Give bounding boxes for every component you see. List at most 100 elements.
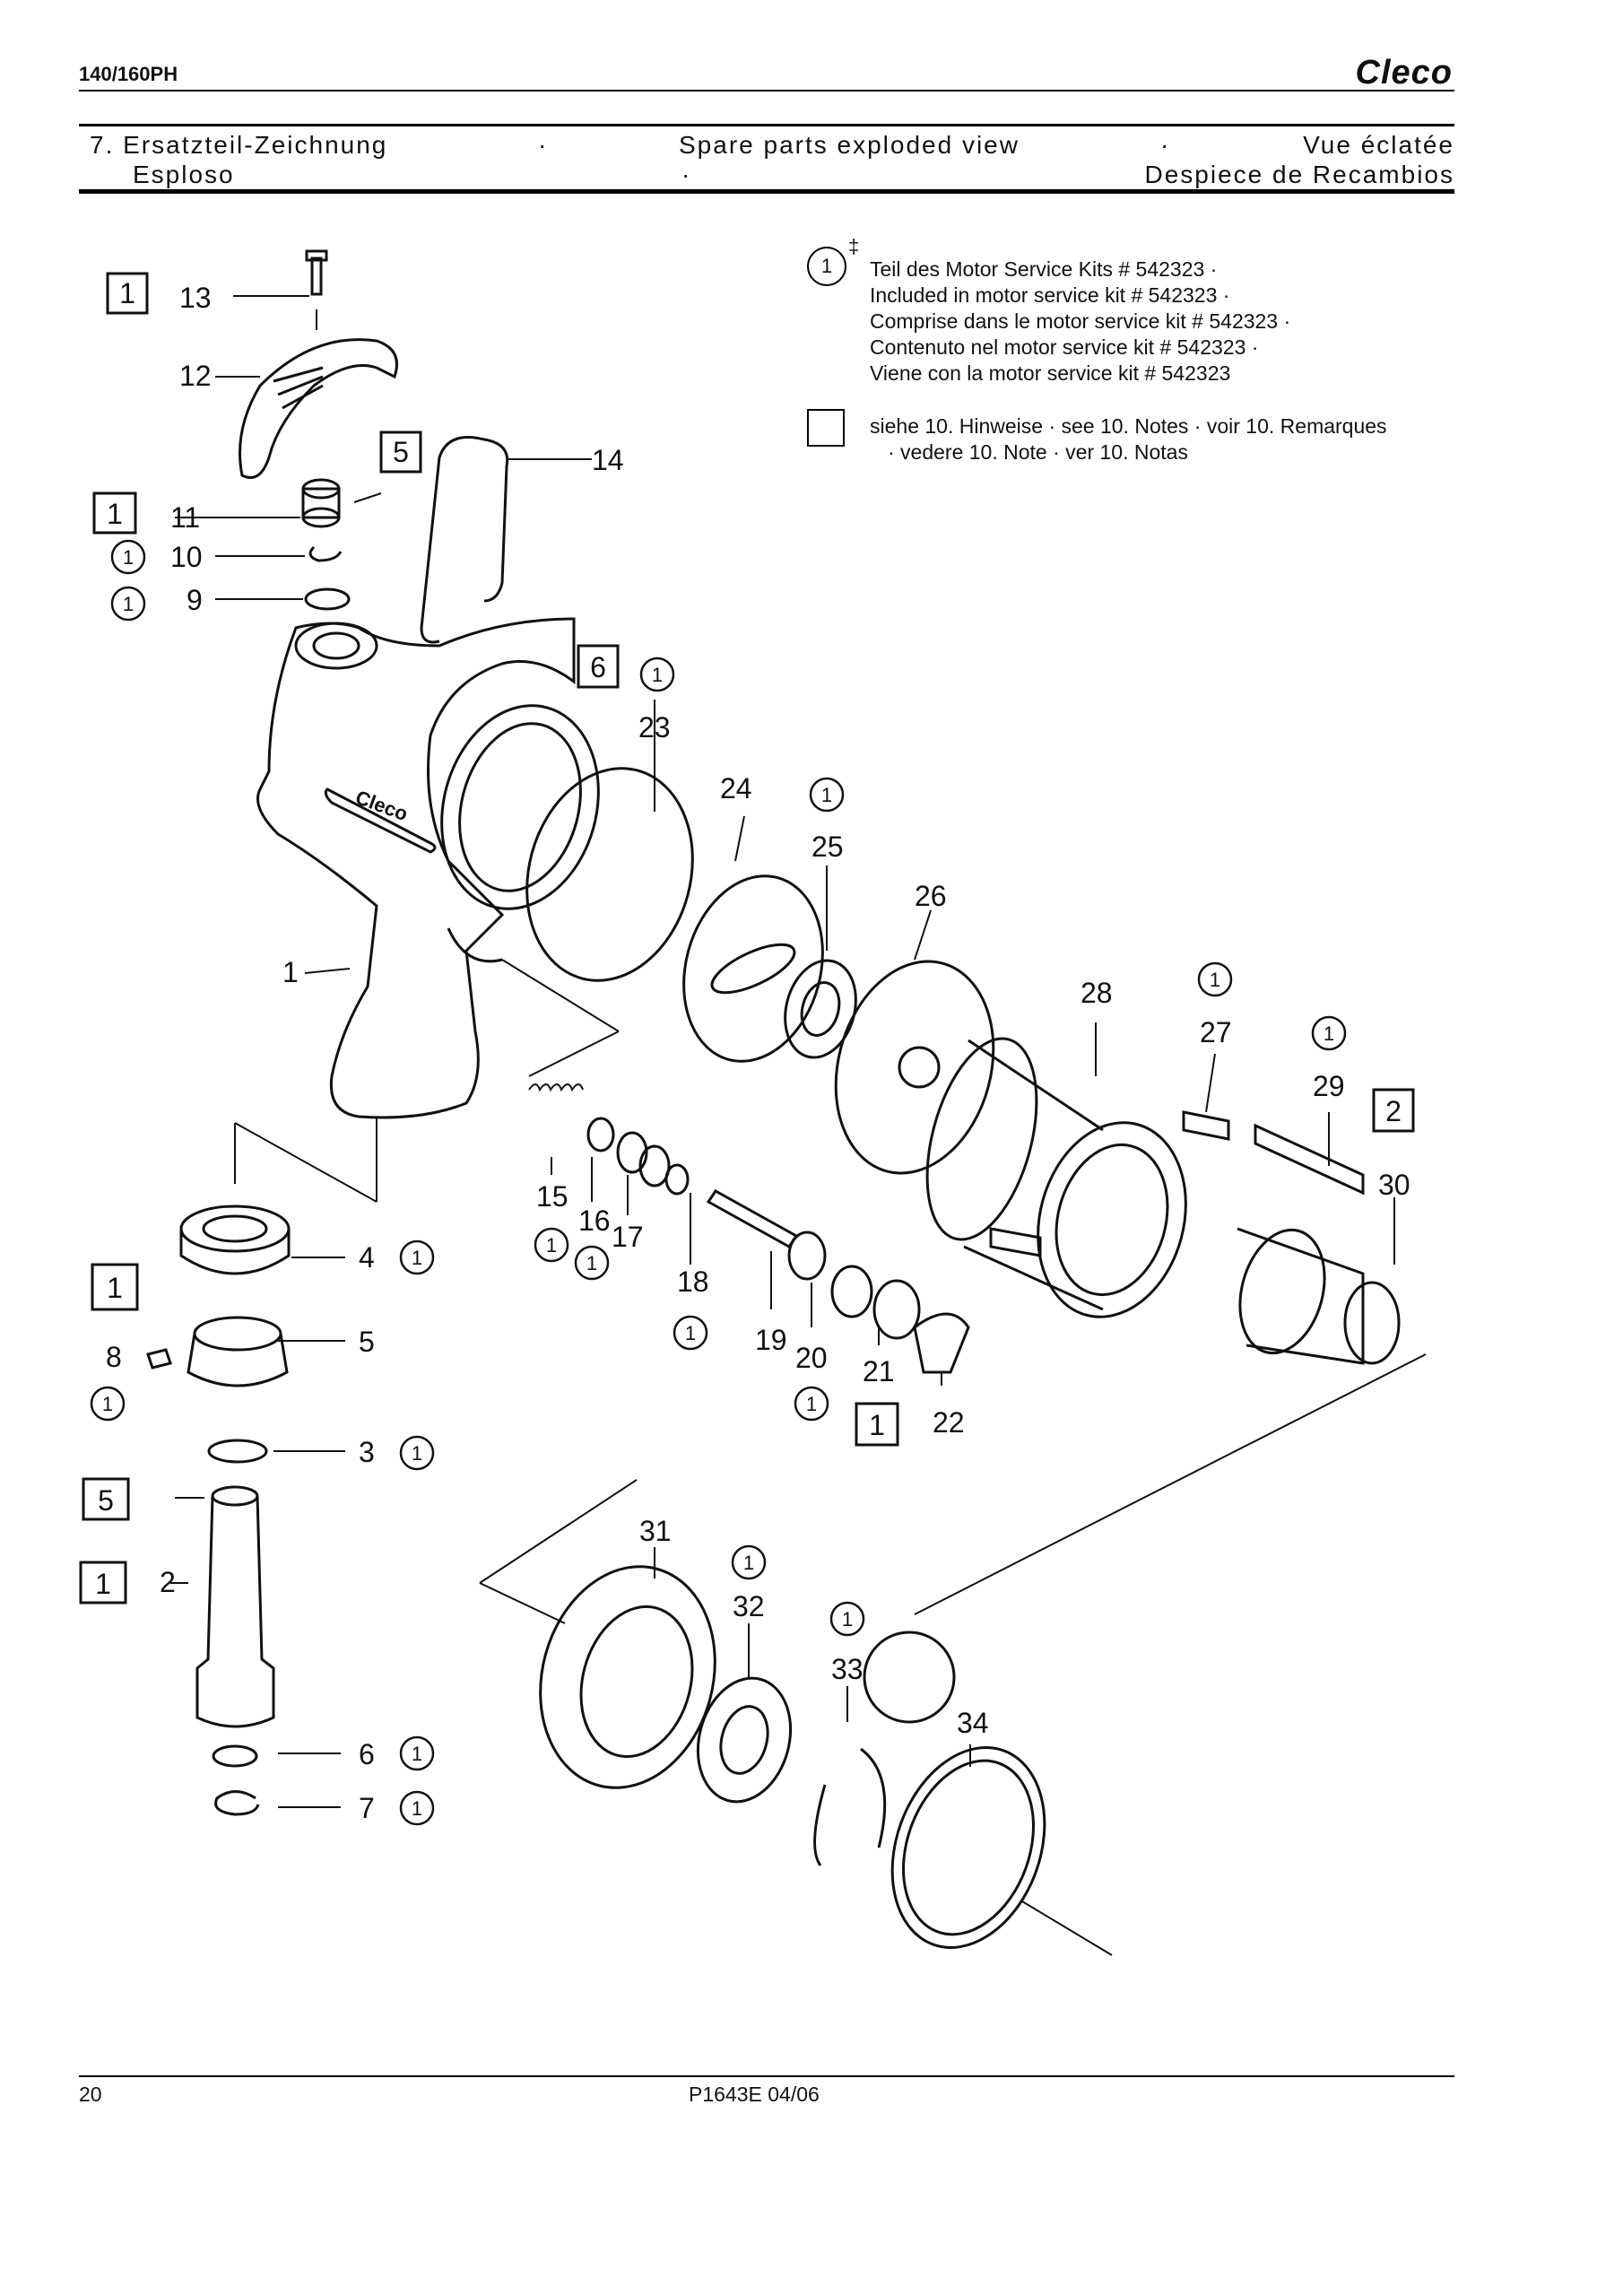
part-label: 17 [612, 1221, 644, 1253]
kit-legend-line: Contenuto nel motor service kit # 542323… [870, 335, 1259, 359]
motor-bracket-lines [479, 1353, 1427, 1624]
note-box-label: 5 [98, 1484, 114, 1517]
note-box [92, 491, 137, 535]
note-box-label: 1 [119, 277, 135, 309]
part-10-ring [308, 545, 343, 562]
part-label: 5 [359, 1326, 375, 1358]
part-34-sleeve [890, 1746, 1113, 1956]
section-title-it: Esploso [133, 161, 235, 188]
note-square-symbol [807, 409, 845, 447]
part-label: 30 [1378, 1169, 1410, 1201]
part-label: 7 [359, 1792, 375, 1824]
kit-circle-labels: 1 1 1 1 1 1 1 1 1 1 1 1 1 1 1 1 1 [102, 546, 1334, 1820]
part-30-rotor [1237, 1227, 1401, 1365]
kit-label: 1 [123, 546, 134, 569]
kit-circles [90, 539, 1347, 1826]
part-label: 6 [359, 1738, 375, 1770]
housing-logo: Cleco [352, 786, 411, 825]
kit-legend-line: Teil des Motor Service Kits # 542323 · [870, 257, 1218, 281]
part-label: 2 [160, 1566, 176, 1598]
note-box-label: 1 [107, 498, 123, 530]
part-label: 31 [639, 1515, 672, 1547]
part-label: 15 [536, 1180, 568, 1213]
kit-label: 1 [842, 1608, 853, 1631]
kit-legend-line: Comprise dans le motor service kit # 542… [870, 309, 1291, 333]
note-box-label: 1 [95, 1568, 111, 1600]
part-21-valve-body [830, 1265, 921, 1340]
part-label: 1 [282, 956, 299, 988]
part-label: 13 [179, 282, 212, 314]
kit-label: 1 [1324, 1022, 1334, 1045]
note-legend-line: siehe 10. Hinweise · see 10. Notes · voi… [870, 414, 1387, 438]
document-id: P1643E 04/06 [689, 2083, 820, 2106]
part-label: 25 [812, 831, 844, 863]
part-33-detail-circle [863, 1631, 956, 1724]
note-box [577, 644, 620, 689]
part-label: 21 [863, 1355, 895, 1387]
part-6-seal [212, 1744, 258, 1768]
kit-legend-line: Viene con la motor service kit # 542323 [870, 361, 1231, 385]
part-4-ring [179, 1205, 291, 1275]
part-31-housing [539, 1565, 716, 1789]
kit-label: 1 [821, 784, 832, 806]
kit-label: 1 [412, 1247, 422, 1269]
part-label: 8 [106, 1341, 122, 1373]
kit-label: 1 [123, 593, 134, 615]
kit-label: 1 [586, 1252, 597, 1274]
kit-label: 1 [412, 1797, 422, 1820]
tool-housing [256, 617, 600, 1119]
note-box-label: 5 [393, 436, 409, 468]
part-9-seal [304, 587, 351, 611]
part-2-shaft [195, 1485, 275, 1728]
part-27-pin [989, 1227, 1042, 1257]
note-box [106, 272, 149, 315]
note-box-label: 2 [1385, 1095, 1402, 1127]
part-label: 27 [1200, 1016, 1232, 1048]
part-label: 11 [170, 501, 200, 534]
part-label: 19 [755, 1324, 787, 1356]
note-box-label: 1 [107, 1272, 123, 1304]
part-7-ring [214, 1790, 260, 1816]
part-label: 10 [170, 541, 203, 573]
note-box [79, 1561, 127, 1605]
part-label: 34 [957, 1707, 989, 1739]
kit-mark: ‡ [848, 235, 860, 257]
page-number: 20 [79, 2083, 102, 2106]
part-label: 29 [1313, 1070, 1345, 1102]
footer-rule [79, 2075, 1454, 2077]
kit-label: 1 [685, 1322, 696, 1344]
header-rule [79, 90, 1454, 91]
part-17-valve [616, 1131, 671, 1187]
kit-label: 1 [806, 1393, 817, 1415]
section-title-en: Spare parts exploded view [679, 131, 1020, 159]
kit-legend-text: Teil des Motor Service Kits # 542323 · I… [870, 257, 1290, 387]
part-23-oring [525, 767, 694, 982]
part-label: 28 [1081, 977, 1113, 1009]
part-20-oring [787, 1231, 827, 1281]
note-box-labels: 1 5 1 6 2 1 5 1 1 [95, 277, 1402, 1600]
section-top-rule [79, 124, 1454, 126]
kit-label: 1 [412, 1743, 422, 1765]
kit-circle-symbol: 1 [807, 247, 846, 286]
kit-label: 1 [546, 1234, 557, 1257]
note-legend-line: · vedere 10. Note · ver 10. Notas [888, 440, 1188, 464]
part-11-bushing [301, 478, 341, 528]
part-3-oring [207, 1439, 268, 1464]
part-label: 32 [733, 1590, 765, 1622]
part-14-hook [420, 436, 509, 644]
part-number-labels: 1 2 3 4 5 6 7 8 9 10 11 12 13 14 15 16 1… [106, 282, 1410, 1824]
note-box-label: 6 [590, 651, 606, 683]
part-label: 14 [592, 444, 624, 476]
part-label: 22 [933, 1406, 965, 1439]
part-27-pin [1182, 1110, 1230, 1141]
part-label: 12 [179, 360, 212, 392]
part-29-vane [1254, 1123, 1365, 1196]
part-5-nut [187, 1316, 289, 1387]
kit-legend-line: Included in motor service kit # 542323 · [870, 283, 1230, 307]
leader-lines [170, 295, 1395, 1808]
part-19-stem [706, 1189, 799, 1248]
part-label: 20 [795, 1342, 828, 1374]
section-bottom-rule [79, 189, 1454, 194]
part-label: 16 [578, 1205, 611, 1237]
part-32-bearing [696, 1676, 793, 1804]
